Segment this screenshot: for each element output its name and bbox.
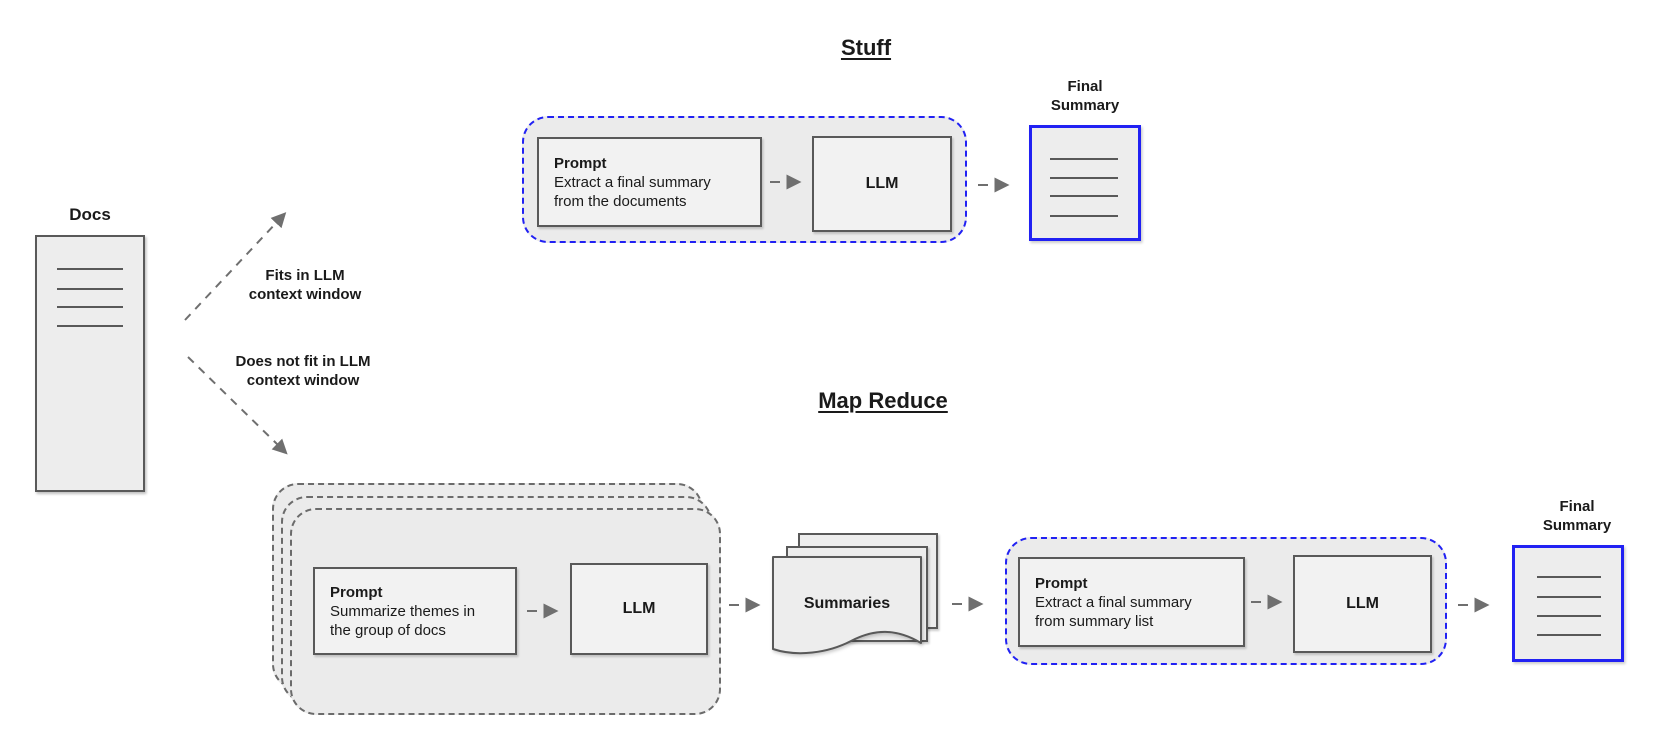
map-final-summary-doc-icon <box>1512 545 1624 662</box>
doc-text-line <box>1050 195 1118 197</box>
doc-text-line <box>57 268 123 270</box>
fits-branch-label-line1: Fits in LLM <box>265 267 345 284</box>
map-final-summary-label: Final Summary <box>1517 497 1637 535</box>
does-not-fit-label-line1: Does not fit in LLM <box>235 353 371 370</box>
stuff-final-label-line1: Final <box>1067 78 1103 95</box>
reduce-llm-box: LLM <box>1293 555 1432 653</box>
map-reduce-section-title: Map Reduce <box>818 388 948 413</box>
stuff-final-summary-doc-icon <box>1029 125 1141 241</box>
doc-text-line <box>57 288 123 290</box>
map-prompt-box: Prompt Summarize themes in the group of … <box>313 567 517 655</box>
doc-text-line <box>1050 215 1118 217</box>
doc-text-line <box>1537 634 1601 636</box>
summaries-label: Summaries <box>772 558 922 650</box>
does-not-fit-label-line2: context window <box>246 372 360 389</box>
stuff-final-label-line2: Summary <box>1050 97 1120 114</box>
map-final-label-line2: Summary <box>1542 517 1612 534</box>
docs-label: Docs <box>69 205 111 224</box>
stuff-prompt-line1: Extract a final summary <box>554 173 711 191</box>
reduce-prompt-box: Prompt Extract a final summary from summ… <box>1018 557 1245 647</box>
map-prompt-line1: Summarize themes in <box>330 602 476 620</box>
reduce-prompt-line2: from summary list <box>1035 612 1154 630</box>
doc-text-line <box>1537 615 1601 617</box>
summaries-label-text: Summaries <box>803 595 891 612</box>
does-not-fit-branch-label: Does not fit in LLM context window <box>222 352 384 390</box>
stuff-prompt-line2: from the documents <box>554 192 687 210</box>
doc-text-line <box>57 306 123 308</box>
doc-text-line <box>1537 596 1601 598</box>
reduce-llm-label: LLM <box>1346 595 1379 612</box>
stuff-final-summary-label: Final Summary <box>1025 77 1145 115</box>
stuff-section-title: Stuff <box>840 35 892 60</box>
map-final-label-line1: Final <box>1559 498 1595 515</box>
reduce-prompt-line1: Extract a final summary <box>1035 593 1192 611</box>
reduce-prompt-heading: Prompt <box>1035 574 1088 592</box>
map-prompt-heading: Prompt <box>330 583 383 601</box>
summaries-page-front <box>772 556 922 655</box>
stuff-llm-box: LLM <box>812 136 952 232</box>
stuff-prompt-heading: Prompt <box>554 154 607 172</box>
stuff-llm-label: LLM <box>865 175 899 192</box>
map-prompt-line2: the group of docs <box>330 621 446 639</box>
map-llm-box: LLM <box>570 563 708 655</box>
map-llm-label: LLM <box>622 600 656 617</box>
fits-branch-label-line2: context window <box>248 286 362 303</box>
docs-document-icon <box>35 235 145 492</box>
doc-text-line <box>1050 177 1118 179</box>
fits-branch-label: Fits in LLM context window <box>230 266 380 304</box>
doc-text-line <box>1537 576 1601 578</box>
doc-text-line <box>1050 158 1118 160</box>
stuff-prompt-box: Prompt Extract a final summary from the … <box>537 137 762 227</box>
doc-text-line <box>57 325 123 327</box>
